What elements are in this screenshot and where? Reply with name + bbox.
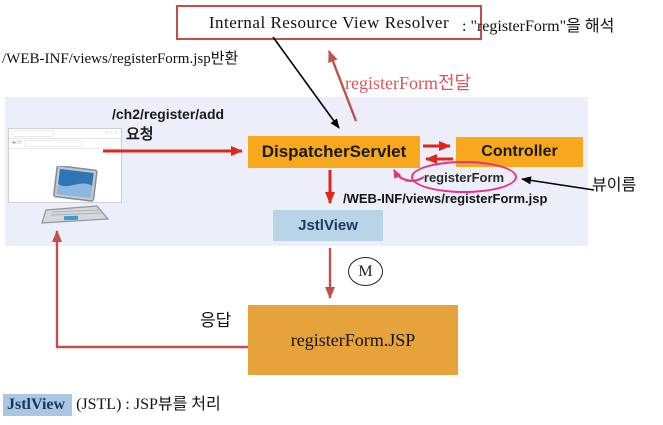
return-path-label: /WEB-INF/views/registerForm.jsp반환 [2,51,239,67]
resolver-note: : "registerForm"을 해석 [462,18,615,35]
resolver-label: Internal Resource View Resolver [208,12,450,32]
footer-definition: (JSTL) : JSP뷰를 처리 [76,396,221,413]
browser-titlebar: ○○○ [9,129,121,139]
request-label: 요청 [126,126,154,143]
window-controls-icon: ○○○ [105,130,119,136]
view-name-ellipse: registerForm [411,161,517,193]
jstlview-node: JstlView [273,210,383,241]
browser-window: ○○○ ◂▸⟳ [8,128,122,203]
browser-search-icon [12,130,54,137]
jsp-path-label: /WEB-INF/views/registerForm.jsp [343,191,548,206]
view-name-annotation: 뷰이름 [592,177,637,194]
browser-navbar: ◂▸⟳ [9,139,121,149]
view-name-text: registerForm [423,169,505,185]
dispatcher-suffix: Servlet [349,142,407,161]
register-form-jsp-node: registerForm.JSP [248,305,458,375]
pass-view-label: registerForm전달 [345,73,472,93]
dispatcher-prefix: Dispatcher [261,142,350,161]
footer-legend: JstlView(JSTL) : JSP뷰를 처리 [3,390,221,416]
resolver-box: Internal Resource View Resolver [176,5,482,40]
address-bar [24,140,83,147]
laptop-icon [41,166,110,224]
request-path-label: /ch2/register/add [112,106,225,122]
back-forward-icon: ◂▸⟳ [11,140,23,146]
footer-term: JstlView [3,394,73,416]
response-label: 응답 [200,311,232,330]
model-badge: M [348,257,383,286]
